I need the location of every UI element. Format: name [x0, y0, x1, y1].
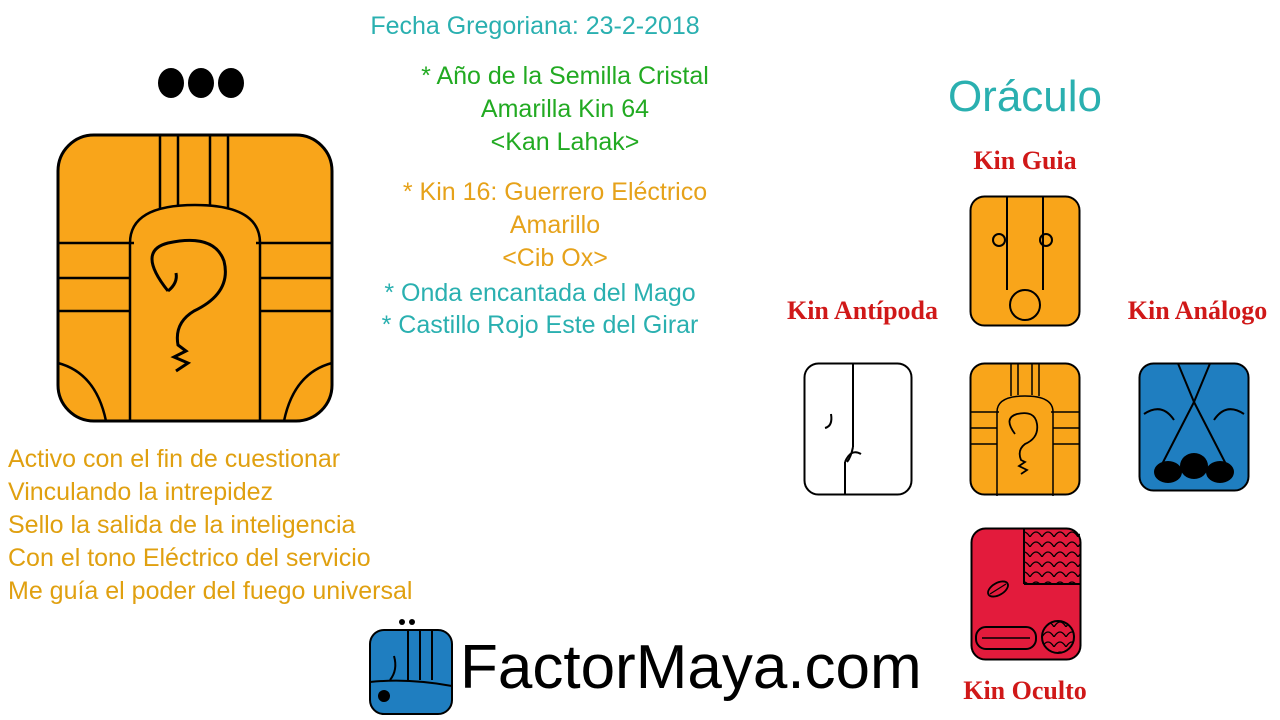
oracle-title: Oráculo	[947, 72, 1103, 121]
affirmation-line-4: Con el tono Eléctrico del servicio	[8, 544, 371, 572]
brand-name[interactable]: FactorMaya.com	[460, 633, 922, 702]
gregorian-date: Fecha Gregoriana: 23-2-2018	[370, 12, 700, 40]
kin-line-3: <Cib Ox>	[502, 244, 608, 272]
wizard-seal-icon	[803, 362, 913, 496]
kin-line-2: Amarillo	[509, 211, 601, 239]
castle-line: * Castillo Rojo Este del Girar	[381, 311, 699, 339]
affirmation-line-3: Sello la salida de la inteligencia	[8, 511, 356, 539]
warrior-seal-icon	[56, 133, 334, 423]
three-dots-tone-icon	[155, 66, 247, 100]
affirmation-line-2: Vinculando la intrepidez	[8, 478, 274, 506]
storm-seal-icon	[1138, 362, 1250, 492]
kin-occult-label: Kin Oculto	[963, 676, 1087, 705]
year-line-3: <Kan Lahak>	[490, 128, 640, 156]
wave-line: * Onda encantada del Mago	[384, 279, 696, 307]
affirmation-line-5: Me guía el poder del fuego universal	[8, 577, 413, 605]
kin-guide-label: Kin Guia	[973, 146, 1077, 175]
year-line-1: * Año de la Semilla Cristal	[421, 62, 709, 90]
kin-line-1: * Kin 16: Guerrero Eléctrico	[402, 178, 708, 206]
kin-analog-label: Kin Análogo	[1127, 296, 1268, 325]
affirmation-line-1: Activo con el fin de cuestionar	[8, 445, 341, 473]
factormaya-hand-logo-icon	[368, 616, 454, 716]
kin-antipode-label: Kin Antípoda	[786, 296, 938, 325]
year-line-2: Amarilla Kin 64	[480, 95, 650, 123]
center-warrior-seal-icon	[969, 362, 1081, 496]
earth-seal-icon	[970, 527, 1082, 661]
sun-seal-icon	[969, 195, 1081, 327]
